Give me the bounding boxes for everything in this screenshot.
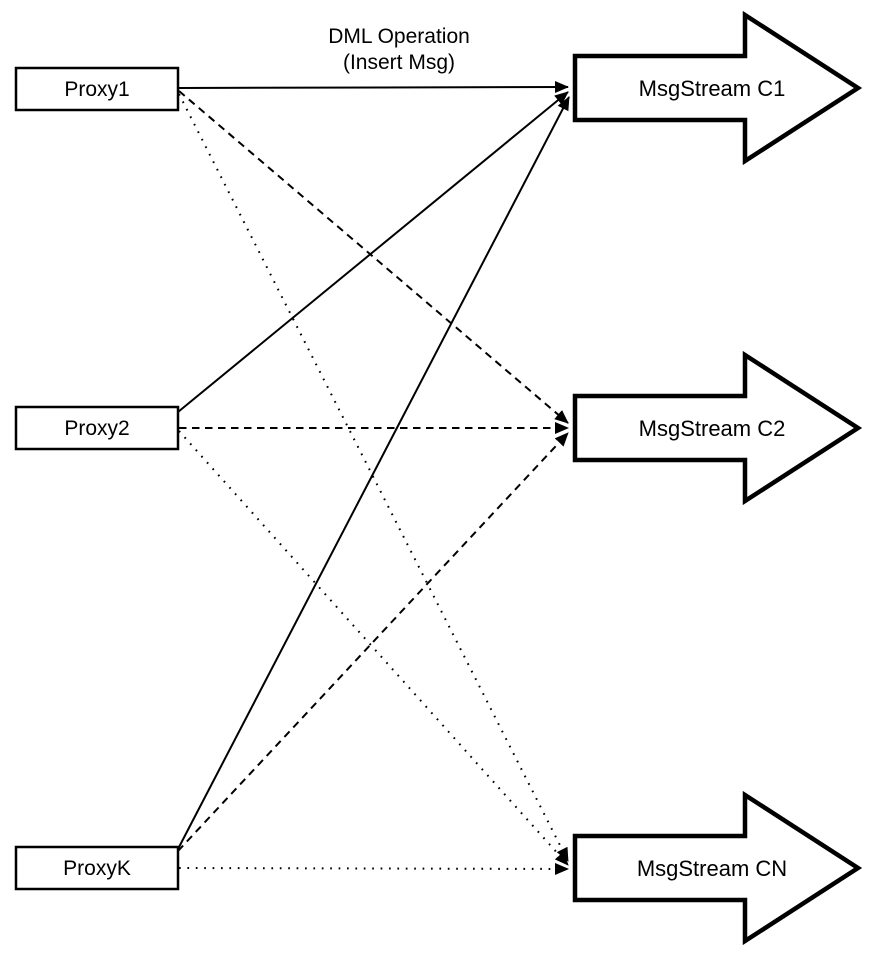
proxy-node-3: ProxyK (14, 845, 180, 891)
msgstream-c2-label: MsgStream C2 (639, 416, 786, 441)
stream-node-3: MsgStream CN (572, 790, 863, 946)
proxy1-label: Proxy1 (64, 78, 129, 101)
edge-proxy1-to-cn (178, 93, 569, 862)
diagram-title-line1: DML Operation (328, 25, 470, 48)
msgstream-cn-arrow-shape (572, 790, 863, 946)
edge-proxy1-to-c1 (178, 81, 569, 94)
proxy-node-2: Proxy2 (14, 405, 180, 451)
stream-node-1: MsgStream C1 (572, 10, 863, 166)
proxyk-box (14, 845, 180, 891)
diagram-title-line2: (Insert Msg) (343, 51, 455, 74)
proxy2-box (14, 405, 180, 451)
msgstream-c1-arrow-shape (572, 10, 863, 166)
proxy1-box (14, 66, 180, 112)
edge-proxy2-to-c1 (177, 91, 569, 413)
edge-proxyk-to-c2 (177, 432, 569, 852)
msgstream-c2-arrow-shape (572, 350, 863, 506)
msgstream-cn-label: MsgStream CN (637, 856, 787, 881)
proxy-node-1: Proxy1 (14, 66, 180, 112)
proxy2-label: Proxy2 (64, 417, 129, 440)
proxyk-label: ProxyK (63, 857, 131, 880)
msgstream-c1-label: MsgStream C1 (639, 76, 786, 101)
edge-proxy1-to-c2 (178, 90, 569, 424)
edge-proxyk-to-c1 (177, 96, 570, 850)
stream-node-2: MsgStream C2 (572, 350, 863, 506)
edge-proxyk-to-cn (178, 862, 569, 875)
